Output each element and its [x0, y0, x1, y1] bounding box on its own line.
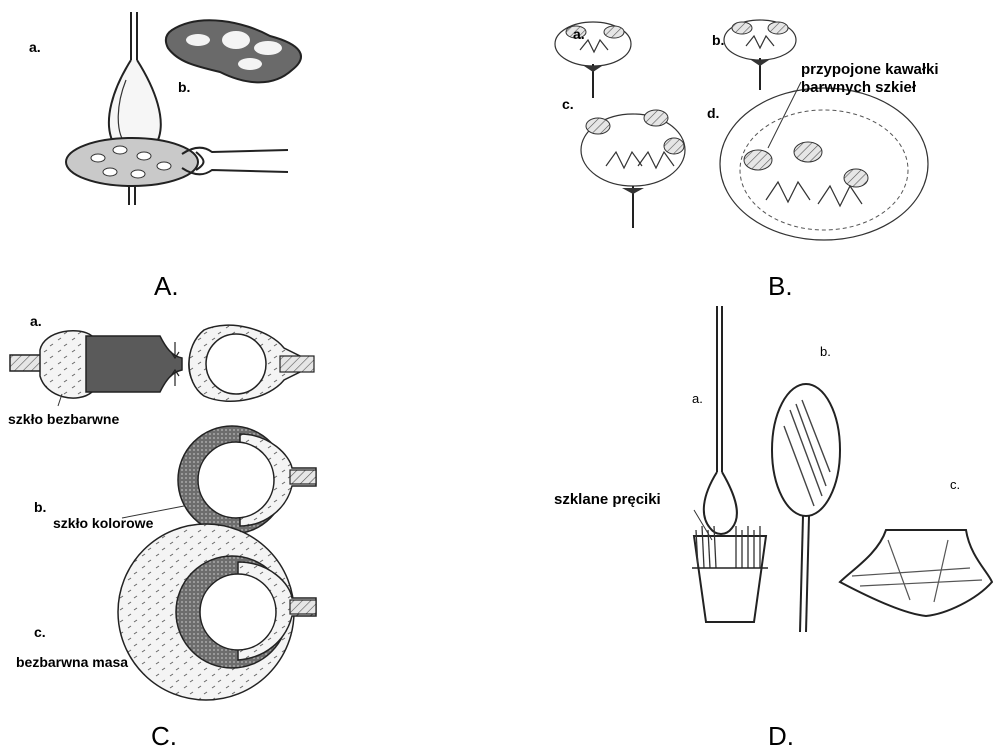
panel-c-step-a-label: a.	[30, 314, 42, 328]
panel-b-step-b-label: b.	[712, 33, 724, 47]
panel-b-illustration	[496, 0, 993, 300]
panel-d-step-b-label: b.	[820, 345, 831, 358]
panel-b-step-a-drawing	[555, 22, 631, 98]
panel-b-step-c-drawing	[581, 110, 685, 228]
panel-a-bubble-drawing	[109, 12, 161, 154]
panel-b-step-c-label: c.	[562, 97, 574, 111]
panel-a-disc-with-tongs-drawing	[66, 138, 288, 205]
panel-d-caption: D.	[768, 723, 794, 749]
panel-b-caption: B.	[768, 273, 793, 299]
panel-a-flat-form-drawing	[166, 20, 301, 82]
panel-b-step-d-drawing	[720, 82, 928, 240]
panel-c-step-b-label: b.	[34, 500, 46, 514]
panel-c: a. szkło bezbarwne b. szkło kolorowe c. …	[0, 300, 496, 751]
panel-b-step-b-drawing	[724, 20, 796, 90]
panel-b: a. b. c. d. przypojone kawałki barwnych …	[496, 0, 993, 300]
panel-b-step-a-label: a.	[573, 27, 585, 41]
panel-a: a. b. A.	[0, 0, 496, 300]
panel-c-annotation-colorless-glass: szkło bezbarwne	[8, 412, 119, 426]
panel-c-step-c-label: c.	[34, 625, 46, 639]
panel-c-step-a-drawing	[10, 325, 314, 406]
panel-d-step-a-label: a.	[692, 392, 703, 405]
panel-a-caption: A.	[154, 273, 179, 299]
panel-b-annotation-line2: barwnych szkieł	[801, 80, 916, 95]
panel-b-annotation-line1: przypojone kawałki	[801, 62, 939, 77]
panel-c-caption: C.	[151, 723, 177, 749]
panel-d-step-b-drawing	[772, 384, 840, 632]
panel-d-illustration	[496, 300, 993, 751]
panel-a-step-b-label: b.	[178, 80, 190, 94]
panel-d-step-c-drawing	[840, 530, 992, 616]
panel-a-illustration	[0, 0, 496, 300]
panel-c-annotation-colorless-mass: bezbarwna masa	[16, 655, 128, 669]
panel-a-step-a-label: a.	[29, 40, 41, 54]
panel-d-annotation-glass-rods: szklane pręciki	[554, 492, 661, 507]
panel-d-step-c-label: c.	[950, 478, 960, 491]
panel-d-step-a-drawing	[692, 306, 768, 622]
panel-d: a. b. c. szklane pręciki D.	[496, 300, 993, 751]
panel-c-annotation-colored-glass: szkło kolorowe	[53, 516, 153, 530]
panel-b-step-d-label: d.	[707, 106, 719, 120]
panel-c-step-c-drawing	[118, 524, 316, 700]
